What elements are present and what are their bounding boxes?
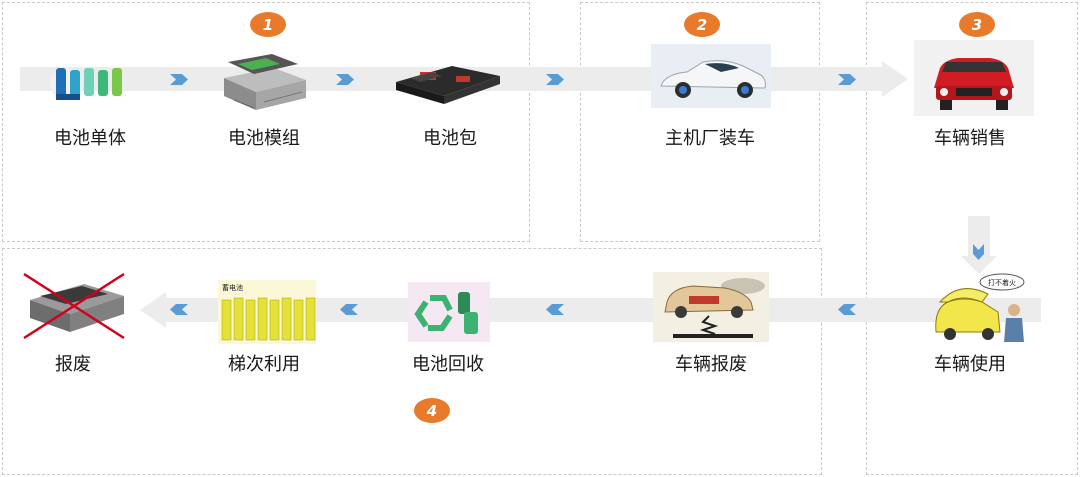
node-label: 报废 xyxy=(55,354,91,375)
node-label: 车辆使用 xyxy=(934,354,1006,375)
node-label: 车辆报废 xyxy=(675,354,747,375)
top-flow-arrowhead xyxy=(882,61,908,97)
stage-number-badge: 1 xyxy=(250,12,286,37)
car-sales-icon xyxy=(914,40,1034,116)
stage-1-frame xyxy=(2,2,530,242)
stage-2-frame xyxy=(580,2,820,242)
stage-3-frame xyxy=(866,2,1078,475)
node-label: 电池模组 xyxy=(228,128,300,149)
car-assembly-icon xyxy=(651,44,771,108)
bottom-flow-arrowhead xyxy=(140,292,166,328)
node-label: 主机厂装车 xyxy=(665,128,755,149)
speech-bubble-text: 打不着火 xyxy=(988,278,1016,287)
battery-pack-icon xyxy=(396,66,500,104)
stage-number-badge: 3 xyxy=(959,12,995,37)
flow-arrow-icon xyxy=(336,74,354,85)
cascade-image-label: 蓄电池 xyxy=(222,283,243,292)
cascade-use-icon: 蓄电池 xyxy=(218,280,316,344)
car-scrap-icon xyxy=(653,272,769,342)
scrap-icon xyxy=(23,272,125,340)
flow-arrow-icon xyxy=(546,74,564,85)
flow-arrow-icon xyxy=(170,304,188,315)
battery-recycle-icon xyxy=(408,282,490,342)
node-label: 车辆销售 xyxy=(934,128,1006,149)
flow-arrow-down-icon xyxy=(973,244,984,260)
flow-arrow-icon xyxy=(838,74,856,85)
battery-cell-icon xyxy=(50,68,122,100)
flow-arrow-icon xyxy=(170,74,188,85)
flow-arrow-icon xyxy=(838,304,856,315)
stage-number-badge: 2 xyxy=(684,12,720,37)
battery-module-icon xyxy=(224,54,306,110)
node-label: 电池回收 xyxy=(412,354,484,375)
stage-number-badge: 4 xyxy=(414,398,450,423)
flow-arrow-icon xyxy=(340,304,358,315)
car-use-icon: 打不着火 xyxy=(935,273,1025,342)
node-label: 电池单体 xyxy=(54,128,126,149)
flow-arrow-icon xyxy=(546,304,564,315)
node-label: 梯次利用 xyxy=(228,354,300,375)
stage-4-frame xyxy=(2,248,822,475)
vertical-flow-arrowhead xyxy=(961,256,997,274)
node-label: 电池包 xyxy=(423,128,477,149)
